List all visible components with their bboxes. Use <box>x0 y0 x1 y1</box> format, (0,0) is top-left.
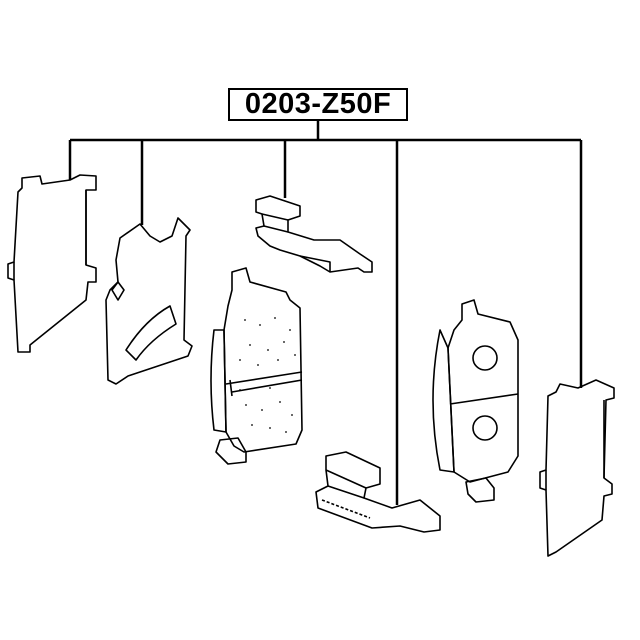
clip-top <box>255 195 373 273</box>
anti-squeal-shim-outer-left <box>7 174 97 353</box>
part-number-label: 0203-Z50F <box>228 88 408 121</box>
brake-pad-right <box>432 299 519 503</box>
anti-squeal-shim-inner-left <box>105 217 193 385</box>
clip-bottom <box>315 451 441 533</box>
brake-pad-left <box>210 267 303 465</box>
leader-lines <box>68 121 583 505</box>
friction-dots <box>239 317 296 433</box>
anti-squeal-shim-outer-right <box>539 379 615 557</box>
